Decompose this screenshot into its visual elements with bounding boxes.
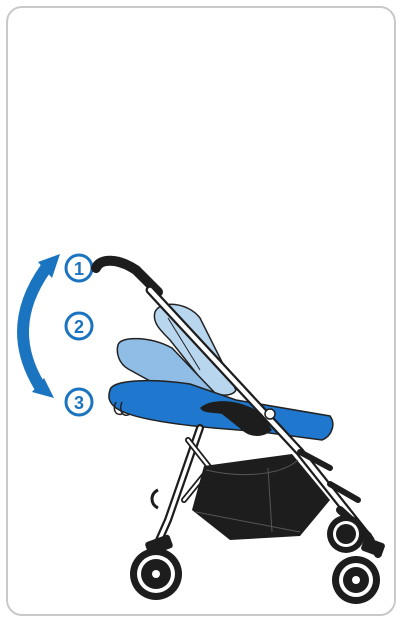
- position-badge-2: 2: [66, 313, 92, 339]
- position-number-1: 1: [74, 259, 84, 279]
- curved-double-arrow-icon: [23, 254, 60, 398]
- rear-wheel: [130, 548, 182, 600]
- position-number-2: 2: [74, 317, 84, 337]
- rear-wheel-inner: [327, 515, 365, 553]
- position-number-3: 3: [74, 393, 84, 413]
- front-wheel: [332, 556, 380, 604]
- position-badge-1: 1: [66, 255, 92, 281]
- position-badge-3: 3: [66, 389, 92, 415]
